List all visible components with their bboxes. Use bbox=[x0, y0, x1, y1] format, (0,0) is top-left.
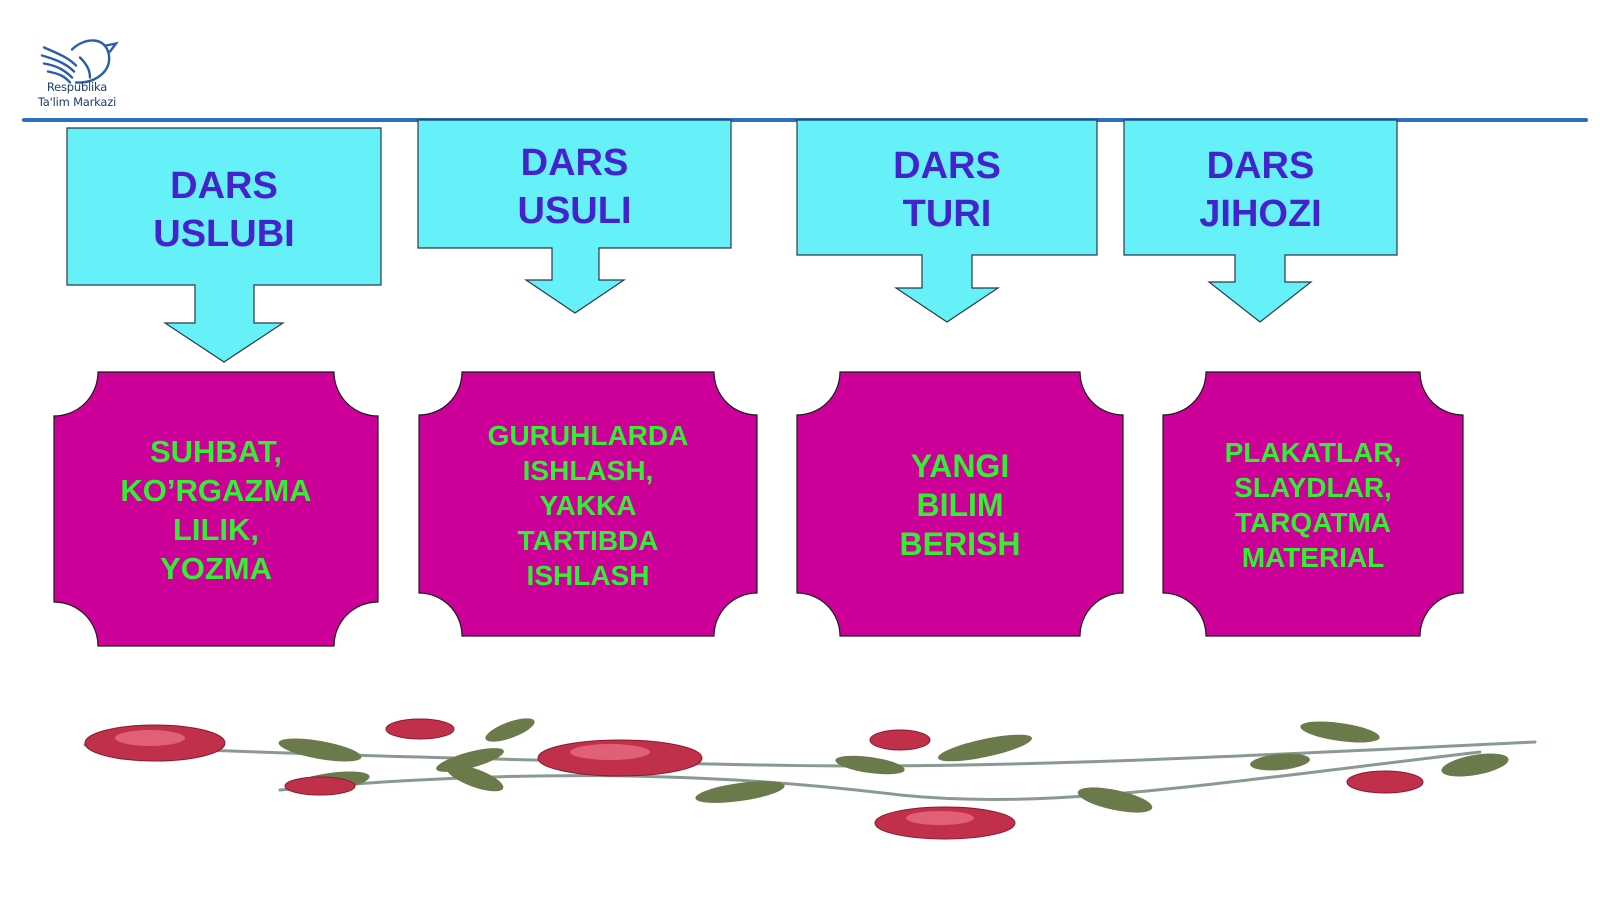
logo-line-2: Ta'lim Markazi bbox=[37, 95, 117, 109]
card-shape-4 bbox=[1162, 371, 1464, 637]
logo-line-1: Respublika bbox=[46, 80, 108, 94]
dove-icon bbox=[40, 39, 119, 84]
logo-text: Respublika Ta'lim Markazi bbox=[22, 80, 132, 110]
callout-shape-4 bbox=[1123, 119, 1398, 323]
card-content-4: PLAKATLAR, SLAYDLAR, TARQATMA MATERIAL bbox=[1224, 437, 1402, 573]
card-content-2: GURUHLARDA ISHLASH, YAKKA TARTIBDA ISHLA… bbox=[487, 420, 689, 591]
card-content-3: YANGI BILIM BERISH bbox=[899, 448, 1021, 562]
callout-shape-2 bbox=[417, 119, 732, 314]
diagram-shapes bbox=[53, 119, 1464, 647]
card-shape-1 bbox=[53, 371, 379, 647]
callout-heading-2: DARS USULI bbox=[517, 142, 632, 232]
card-shape-2 bbox=[418, 371, 758, 637]
rose-vine-icon bbox=[83, 718, 1537, 840]
callout-shape-3 bbox=[796, 119, 1098, 323]
callout-heading-1: DARS USLUBI bbox=[153, 165, 295, 255]
callout-shape-1 bbox=[66, 127, 382, 363]
callout-heading-3: DARS TURI bbox=[893, 145, 1001, 235]
callout-heading-4: DARS JIHOZI bbox=[1199, 145, 1322, 235]
card-content-1: SUHBAT, KO’RGAZMA LILIK, YOZMA bbox=[120, 434, 312, 586]
card-shape-3 bbox=[796, 371, 1124, 637]
